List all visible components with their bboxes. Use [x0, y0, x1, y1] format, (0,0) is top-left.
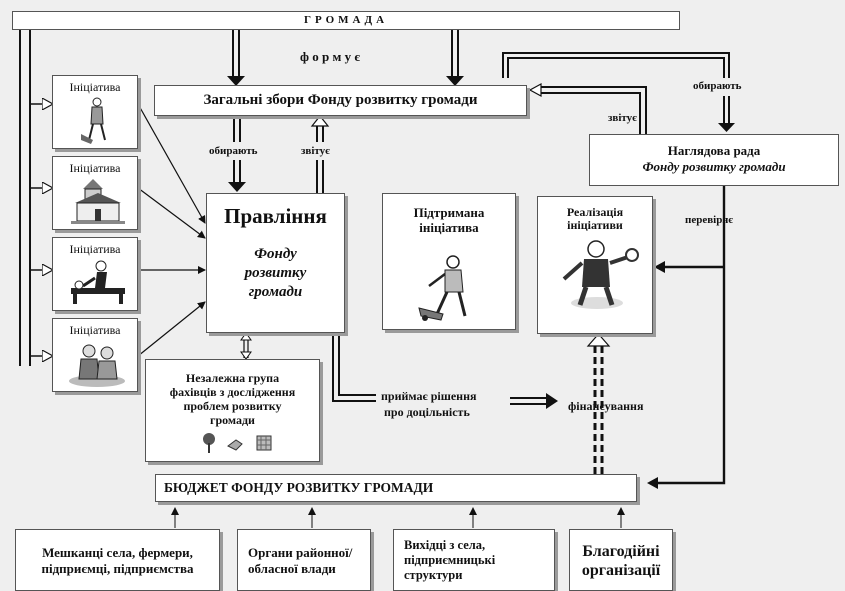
- source-arrows: [171, 507, 625, 528]
- source-box: Благодійні організації: [569, 529, 673, 591]
- obyrayut-label: обирають: [209, 145, 258, 157]
- formuye-arrows: [232, 30, 459, 78]
- elderly-people-icon: [69, 344, 125, 387]
- supported-line2: ініціатива: [419, 220, 479, 235]
- tree-icon: [203, 433, 215, 453]
- zvituye-label: звітує: [301, 145, 330, 157]
- formuye-label: ф о р м у є: [300, 49, 360, 64]
- zvituye-right-arrowhead: [528, 82, 542, 98]
- pereviryaye-arrowhead-bottom: [647, 477, 658, 489]
- mechanic-with-tools-icon: [562, 240, 639, 309]
- pereviryaye-label: перевіряє: [685, 214, 734, 226]
- community-bar: ГРОМАДА: [12, 11, 680, 30]
- board-title: Правління: [224, 204, 327, 228]
- left-rail: [19, 30, 31, 366]
- initiative-card: Ініціатива: [52, 237, 138, 311]
- source-box: Мешканці села, фермери, підприємці, підп…: [15, 529, 220, 591]
- initiative-label: Ініціатива: [69, 80, 121, 94]
- person-with-cart-icon: [81, 97, 106, 144]
- formuye-arrowhead-left: [227, 76, 245, 86]
- initiative-card: Ініціатива: [52, 156, 138, 230]
- experts-line2: фахівців з дослідження: [169, 385, 296, 399]
- budget-box: БЮДЖЕТ ФОНДУ РОЗВИТКУ ГРОМАДИ: [155, 474, 637, 502]
- general-meeting-box: Загальні збори Фонду розвитку громади: [154, 85, 527, 116]
- left-rail-arrows: [30, 104, 52, 356]
- decision-label-line2: про доцільність: [384, 405, 470, 419]
- obyrayut-right-label: обирають: [693, 80, 742, 92]
- supervisory-council-box: Наглядова рада Фонду розвитку громади: [589, 134, 839, 186]
- board-box: Правління Фонду розвитку громади: [206, 193, 345, 333]
- texture-pattern-icon: [256, 435, 272, 451]
- source-line1: Органи районної/: [248, 545, 353, 560]
- community-title: ГРОМАДА: [303, 14, 389, 26]
- experts-box: Незалежна група фахівців з дослідження п…: [145, 359, 320, 462]
- supported-initiative-box: Підтримана ініціатива: [382, 193, 516, 330]
- source-line2: обласної влади: [248, 561, 336, 576]
- church-building-icon: [71, 179, 125, 224]
- zvituye-right-label: звітує: [608, 112, 637, 124]
- decision-label-line1: приймає рішення: [381, 389, 477, 403]
- caregiver-icon: [71, 260, 125, 304]
- realization-box: Реалізація ініціативи: [537, 196, 653, 334]
- budget-title: БЮДЖЕТ ФОНДУ РОЗВИТКУ ГРОМАДИ: [164, 480, 434, 495]
- initiative-label: Ініціатива: [69, 242, 121, 256]
- zvituye-arrowhead: [310, 115, 330, 127]
- supported-line1: Підтримана: [413, 205, 485, 220]
- obyrayut-right-arrowhead: [718, 123, 735, 132]
- realization-line1: Реалізація: [566, 205, 624, 219]
- supervisory-line1: Наглядова рада: [667, 143, 761, 158]
- source-line1: Вихідці з села,: [404, 538, 486, 552]
- person-pushing-cart-icon: [418, 255, 467, 321]
- initiative-card: Ініціатива: [52, 75, 138, 149]
- board-sub2: розвитку: [244, 265, 307, 281]
- financing-label: фінансування: [568, 399, 644, 413]
- obyrayut-arrowhead: [228, 182, 246, 192]
- initiative-label: Ініціатива: [69, 161, 121, 175]
- experts-line4: громади: [210, 413, 255, 427]
- hand-tool-icon: [227, 439, 243, 451]
- board-sub1: Фонду: [254, 246, 297, 262]
- decision-arrowhead: [546, 393, 558, 409]
- source-line2: підприємці, підприємства: [41, 561, 194, 576]
- source-line2: організації: [581, 562, 661, 579]
- initiative-arrows: [137, 103, 206, 357]
- source-line2: підприємницькі: [404, 553, 496, 567]
- pereviryaye-arrowhead-top: [654, 261, 665, 273]
- board-sub3: громади: [248, 284, 303, 300]
- general-meeting-title: Загальні збори Фонду розвитку громади: [203, 92, 478, 108]
- source-line1: Благодійні: [582, 543, 660, 560]
- initiative-card: Ініціатива: [52, 318, 138, 392]
- financing-arrowhead: [586, 333, 611, 347]
- experts-line1: Незалежна група: [185, 371, 280, 385]
- source-line3: структури: [404, 568, 463, 582]
- supervisory-line2: Фонду розвитку громади: [642, 159, 786, 174]
- formuye-arrowhead-right: [446, 76, 464, 86]
- initiative-label: Ініціатива: [69, 323, 121, 337]
- experts-line3: проблем розвитку: [183, 399, 282, 413]
- source-box: Органи районної/ обласної влади: [237, 529, 371, 591]
- source-box: Вихідці з села, підприємницькі структури: [393, 529, 555, 591]
- source-line1: Мешканці села, фермери,: [42, 545, 193, 560]
- realization-line2: ініціативи: [567, 218, 623, 232]
